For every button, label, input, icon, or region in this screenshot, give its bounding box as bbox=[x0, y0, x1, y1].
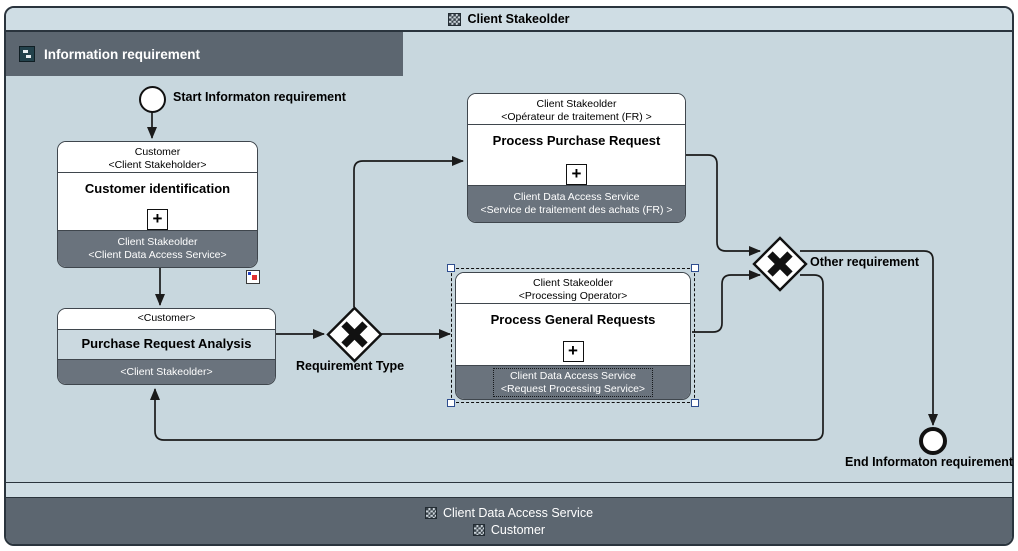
task-service-footer: Client Data Access Service <Service de t… bbox=[468, 185, 685, 222]
task-title: Purchase Request Analysis bbox=[81, 336, 252, 351]
exclusive-gateway-icon bbox=[752, 236, 808, 292]
task-performer-header: Client Stakeolder <Processing Operator> bbox=[456, 273, 690, 304]
footer-service-label: Client Data Access Service bbox=[442, 505, 594, 520]
gear-icon bbox=[448, 12, 462, 26]
collapsed-sub-lane[interactable] bbox=[6, 482, 1012, 498]
pool-header[interactable]: Client Stakeolder bbox=[6, 8, 1012, 32]
end-event-circle[interactable] bbox=[919, 427, 947, 455]
footer-selection-outline bbox=[493, 368, 653, 397]
end-event-label: End Informaton requirement bbox=[845, 455, 1014, 469]
gateway-requirement-type[interactable] bbox=[326, 306, 383, 368]
task-service-footer: Client Stakeolder <Client Data Access Se… bbox=[58, 230, 257, 267]
start-event-label: Start Informaton requirement bbox=[173, 90, 346, 104]
validation-marker-icon bbox=[246, 270, 260, 284]
lane-title: Information requirement bbox=[44, 46, 201, 62]
process-diagram-icon bbox=[19, 46, 35, 62]
task-customer-identification[interactable]: Customer <Client Stakeholder> Customer i… bbox=[57, 141, 258, 268]
start-event-circle[interactable] bbox=[139, 86, 166, 113]
task-title: Process Purchase Request bbox=[492, 133, 661, 148]
exclusive-gateway-icon bbox=[326, 306, 383, 363]
footer-customer-label: Customer bbox=[490, 522, 546, 537]
footer-row-customer[interactable]: Customer bbox=[472, 522, 546, 538]
task-performer-header: Client Stakeolder <Opérateur de traiteme… bbox=[468, 94, 685, 125]
task-performer-header: <Customer> bbox=[58, 309, 275, 330]
footer-row-service[interactable]: Client Data Access Service bbox=[424, 505, 594, 521]
pool-footer-bar: Client Data Access Service Customer bbox=[6, 498, 1012, 544]
subprocess-plus-icon[interactable]: + bbox=[562, 341, 584, 362]
task-process-purchase-request[interactable]: Client Stakeolder <Opérateur de traiteme… bbox=[467, 93, 686, 223]
task-title: Customer identification bbox=[84, 181, 231, 196]
task-purchase-request-analysis[interactable]: <Customer> Purchase Request Analysis <Cl… bbox=[57, 308, 276, 385]
pool-title: Client Stakeolder bbox=[467, 12, 570, 26]
subprocess-plus-icon[interactable]: + bbox=[147, 209, 168, 230]
gear-icon bbox=[472, 523, 485, 536]
gateway-requirement-type-label: Requirement Type bbox=[296, 359, 405, 373]
gateway-other-requirement-label: Other requirement bbox=[810, 255, 920, 269]
subprocess-plus-icon[interactable]: + bbox=[566, 164, 587, 185]
task-performer-header: Customer <Client Stakeholder> bbox=[58, 142, 257, 173]
task-service-footer: Client Data Access Service <Request Proc… bbox=[456, 365, 690, 399]
lane-tab-information-requirement[interactable]: Information requirement bbox=[6, 32, 403, 76]
task-service-footer: <Client Stakeolder> bbox=[58, 359, 275, 384]
gear-icon bbox=[424, 506, 437, 519]
task-process-general-requests[interactable]: Client Stakeolder <Processing Operator> … bbox=[455, 272, 691, 400]
gateway-other-requirement[interactable] bbox=[752, 236, 808, 297]
task-title: Process General Requests bbox=[490, 312, 656, 327]
